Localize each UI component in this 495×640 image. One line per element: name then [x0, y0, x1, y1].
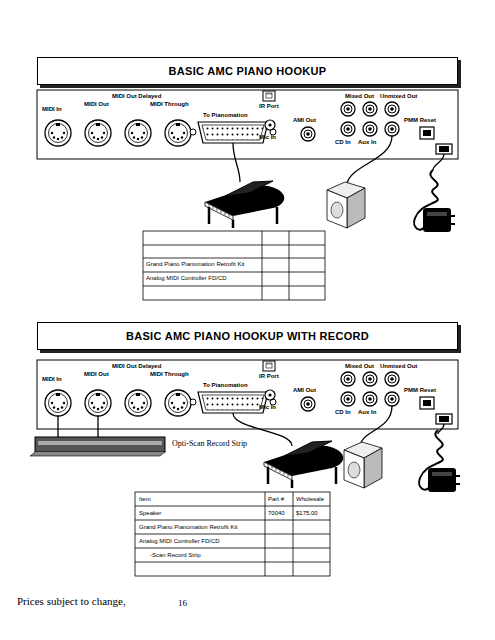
cable: [57, 416, 58, 437]
price: $175.00: [296, 510, 318, 516]
port-label: MIDI Out: [84, 371, 109, 377]
port-label: MIDI Out Delayed: [112, 93, 161, 99]
port-label: Mic In: [259, 134, 276, 140]
port-label: MIDI Out: [84, 101, 109, 107]
record-strip: [30, 437, 165, 456]
port-label: MIDI In: [42, 376, 62, 382]
table-header: Part #: [268, 496, 284, 502]
rear-panel: [37, 90, 458, 159]
port-label: Aux In: [358, 409, 376, 415]
port-label: To Pianomation: [203, 112, 248, 118]
port-label: IR Port: [259, 373, 279, 379]
port-label: Mixed Out: [345, 93, 374, 99]
table-cell: Grand Piano Pianomation Retrofit Kit: [146, 261, 244, 267]
cable: [233, 143, 240, 182]
parts-table: [135, 492, 330, 576]
port-label: MIDI Through: [150, 371, 189, 377]
port-label: PMM Reset: [404, 387, 436, 393]
heading-text: BASIC AMC PIANO HOOKUP WITH RECORD: [126, 330, 369, 342]
port-label: To Pianomation: [203, 382, 248, 388]
port-label: CD In: [335, 139, 351, 145]
port-label: PMM Reset: [404, 117, 436, 123]
port-label: Unmixed Out: [380, 363, 417, 369]
port-label: AMI Out: [293, 117, 316, 123]
cable: [438, 424, 444, 434]
port-label: Mixed Out: [345, 363, 374, 369]
table-cell: Analog MIDI Controller FD/CD: [146, 275, 227, 281]
parts-table: [143, 231, 325, 300]
cable: [433, 154, 444, 170]
port-label: IR Port: [259, 103, 279, 109]
footer-note: Prices subject to change,: [17, 596, 126, 607]
port-label: MIDI In: [42, 106, 62, 112]
port-label: Unmixed Out: [380, 93, 417, 99]
port-label: Mic In: [259, 404, 276, 410]
strip-label: Opti-Scan Record Strip: [172, 440, 247, 448]
port-label: MIDI Through: [150, 101, 189, 107]
port-label: CD In: [335, 409, 351, 415]
table-cell: -Scan Record Strip: [150, 552, 201, 558]
port-label: Aux In: [358, 139, 376, 145]
table-cell: Grand Piano Pianomation Retrofit Kit: [139, 524, 237, 530]
cable: [97, 416, 98, 437]
heading-box: BASIC AMC PIANO HOOKUP: [37, 57, 458, 85]
heading-box: BASIC AMC PIANO HOOKUP WITH RECORD: [37, 322, 458, 350]
table-header: Wholesale: [296, 496, 324, 502]
table-cell: Analog MIDI Controller FD/CD: [139, 538, 220, 544]
cable: [347, 136, 392, 184]
part-number: 70040: [268, 510, 285, 516]
heading-text: BASIC AMC PIANO HOOKUP: [169, 65, 327, 77]
port-label: MIDI Out Delayed: [112, 363, 161, 369]
page-number: 16: [178, 599, 187, 608]
table-cell: Speaker: [139, 510, 161, 516]
port-label: AMI Out: [293, 387, 316, 393]
table-header: Item: [139, 496, 151, 502]
rear-panel: [37, 360, 458, 429]
